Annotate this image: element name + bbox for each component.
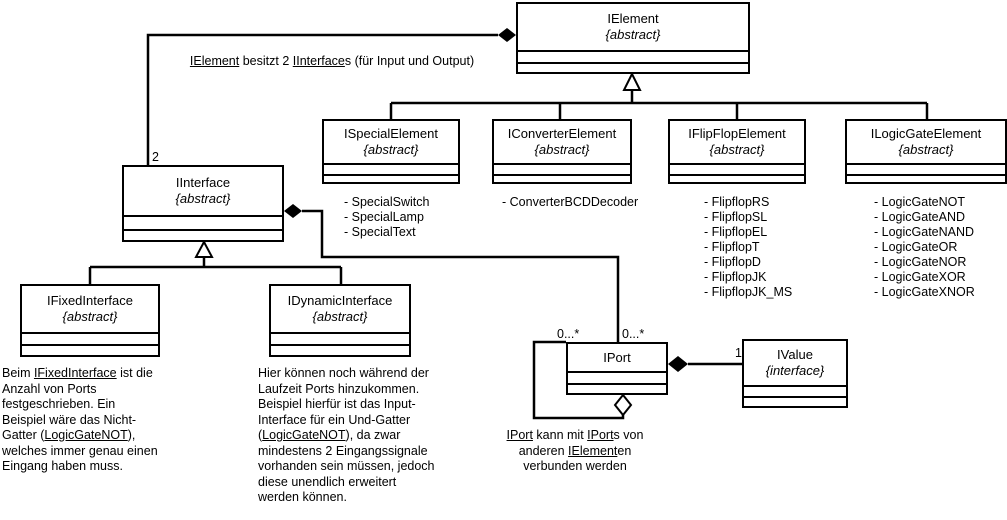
class-name: IValue	[777, 347, 813, 362]
composition-line	[146, 33, 498, 165]
attributes-compartment	[124, 215, 282, 229]
generalization-arrow	[194, 239, 214, 258]
operations-compartment	[124, 229, 282, 231]
composition-diamond	[668, 356, 688, 372]
class-name: IElement	[607, 11, 659, 26]
class-ispecialelement[interactable]: ISpecialElement {abstract}	[322, 119, 460, 184]
generalization-arrow	[622, 71, 642, 91]
class-stereotype: {abstract}	[534, 142, 590, 157]
list-item: - FlipflopRS	[704, 195, 770, 209]
list-item: - FlipflopD	[704, 255, 761, 269]
attributes-compartment	[22, 332, 158, 344]
operations-compartment	[494, 174, 630, 176]
attributes-compartment	[744, 385, 846, 396]
operations-compartment	[22, 344, 158, 346]
class-stereotype: {abstract}	[363, 142, 419, 157]
composition-diamond	[284, 204, 302, 218]
attributes-compartment	[670, 163, 804, 174]
operations-compartment	[744, 396, 846, 398]
operations-compartment	[847, 174, 1005, 176]
class-stereotype: {interface}	[765, 363, 825, 378]
class-ilogicgateelement[interactable]: ILogicGateElement {abstract}	[845, 119, 1007, 184]
attributes-compartment	[324, 163, 458, 174]
class-iport[interactable]: IPort	[566, 342, 668, 395]
operations-compartment	[568, 383, 666, 385]
list-item: - LogicGateNAND	[874, 225, 975, 239]
list-item: - FlipflopJK	[704, 270, 767, 284]
note-iport: IPort kann mit IPorts von anderen IEleme…	[506, 428, 644, 473]
class-ielement[interactable]: IElement {abstract}	[516, 2, 750, 74]
class-ifixedinterface[interactable]: IFixedInterface {abstract}	[20, 284, 160, 357]
class-stereotype: {abstract}	[62, 309, 118, 324]
list-item: - LogicGateXNOR	[874, 285, 975, 299]
class-stereotype: {abstract}	[898, 142, 954, 157]
association-label-ielement-owns: IElement besitzt 2 IInterfaces (für Inpu…	[189, 54, 475, 68]
operations-compartment	[518, 62, 748, 64]
aggregation-diamond	[613, 393, 633, 417]
attributes-compartment	[271, 332, 409, 344]
composition-line	[302, 209, 620, 342]
note-dynamic-interface: Hier können noch während der Laufzeit Po…	[258, 366, 435, 504]
list-item: - SpecialText	[344, 225, 416, 239]
list-item: - LogicGateXOR	[874, 270, 966, 284]
special-element-list: - SpecialSwitch - SpecialLamp - SpecialT…	[344, 195, 429, 240]
self-association-line	[532, 340, 625, 420]
operations-compartment	[324, 174, 458, 176]
list-item: - ConverterBCDDecoder	[502, 195, 639, 209]
list-item: - LogicGateNOR	[874, 255, 967, 269]
multiplicity-label: 0...*	[557, 327, 580, 341]
list-item: - FlipflopEL	[704, 225, 768, 239]
class-iinterface[interactable]: IInterface {abstract}	[122, 165, 284, 242]
class-name: ILogicGateElement	[870, 126, 982, 141]
class-name: IFlipFlopElement	[688, 126, 786, 141]
list-item: - FlipflopSL	[704, 210, 768, 224]
class-name: IInterface	[175, 175, 231, 190]
operations-compartment	[271, 344, 409, 346]
attributes-compartment	[847, 163, 1005, 174]
class-idynamicinterface[interactable]: IDynamicInterface {abstract}	[269, 284, 411, 357]
class-name: IFixedInterface	[47, 293, 133, 308]
class-stereotype: {abstract}	[175, 191, 231, 206]
list-item: - FlipflopJK_MS	[704, 285, 793, 299]
composition-diamond	[498, 28, 516, 42]
list-item: - LogicGateNOT	[874, 195, 966, 209]
attributes-compartment	[568, 371, 666, 383]
converter-element-list: - ConverterBCDDecoder	[502, 195, 638, 210]
note-fixed-interface: Beim IFixedInterface ist die Anzahl von …	[2, 366, 158, 473]
attributes-compartment	[518, 50, 748, 62]
class-stereotype: {abstract}	[605, 27, 661, 42]
class-name: IPort	[603, 349, 631, 365]
class-name: ISpecialElement	[344, 126, 438, 141]
multiplicity-label: 2	[152, 150, 159, 164]
class-name: IDynamicInterface	[287, 293, 393, 308]
list-item: - SpecialSwitch	[344, 195, 430, 209]
list-item: - SpecialLamp	[344, 210, 424, 224]
attributes-compartment	[494, 163, 630, 174]
multiplicity-label: 0...*	[622, 327, 645, 341]
class-name: IConverterElement	[507, 126, 617, 141]
class-stereotype: {abstract}	[709, 142, 765, 157]
class-ivalue[interactable]: IValue {interface}	[742, 339, 848, 408]
logicgate-element-list: - LogicGateNOT - LogicGateAND - LogicGat…	[874, 195, 975, 300]
operations-compartment	[670, 174, 804, 176]
list-item: - LogicGateOR	[874, 240, 958, 254]
class-iconverterelement[interactable]: IConverterElement {abstract}	[492, 119, 632, 184]
flipflop-element-list: - FlipflopRS - FlipflopSL - FlipflopEL -…	[704, 195, 792, 300]
class-stereotype: {abstract}	[312, 309, 368, 324]
list-item: - FlipflopT	[704, 240, 760, 254]
class-iflipflopelement[interactable]: IFlipFlopElement {abstract}	[668, 119, 806, 184]
multiplicity-label: 1	[735, 346, 742, 360]
list-item: - LogicGateAND	[874, 210, 966, 224]
